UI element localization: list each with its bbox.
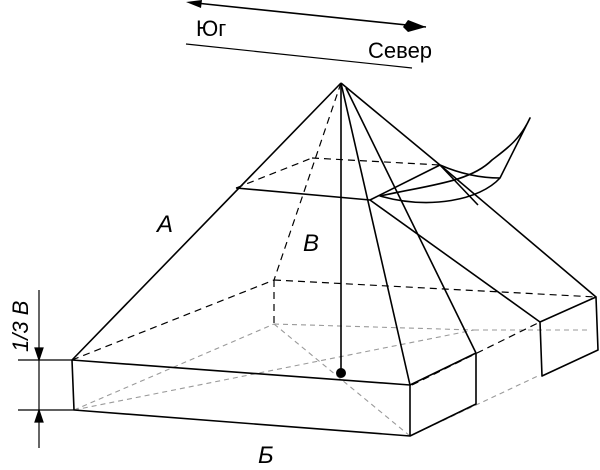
ribbon-lower-curve: [439, 164, 501, 179]
slab-top-edge: [71, 352, 477, 386]
compass-south-label: Юг: [196, 16, 226, 41]
section-front-edge: [235, 187, 371, 201]
section-dashed-back: [311, 157, 441, 166]
hidden-base-diagonal-2: [273, 323, 411, 437]
section-right-edge: [369, 164, 441, 201]
interior-dashed: [71, 82, 597, 386]
right-face-line: [345, 87, 477, 354]
compass-underline: [185, 43, 413, 69]
section-dashed-left: [235, 157, 313, 189]
passage-edge-1: [369, 199, 541, 323]
hidden-edges: [73, 323, 590, 437]
edge-a-line: [71, 82, 342, 361]
curved-ribbon: [379, 117, 531, 204]
height-b-label: В: [303, 230, 319, 257]
side-dimension-label: 1/3 В: [8, 301, 33, 352]
hidden-passage-floor: [409, 374, 541, 437]
compass-arrow-line: [195, 2, 427, 28]
hidden-lateral-edge: [273, 82, 342, 281]
hidden-base-edge-back: [273, 323, 475, 331]
dimension-arrow-up: [34, 408, 44, 423]
dimension-one-third: [18, 290, 74, 448]
edge-a-label: А: [155, 211, 173, 238]
passage-edge-2: [439, 164, 597, 298]
passage-edge-3: [439, 164, 479, 206]
ridge-to-right: [340, 82, 441, 166]
compass-arrowtail-north: [403, 20, 426, 32]
slab-outline: [71, 353, 477, 437]
passage-end: [539, 296, 599, 377]
front-edge-line: [340, 82, 411, 386]
compass-arrowhead-south: [186, 0, 202, 8]
visible-edges: [71, 82, 599, 437]
compass: Юг Север: [185, 0, 432, 69]
hidden-level-edge-left: [71, 279, 275, 361]
dimension-arrow-down: [34, 347, 44, 362]
height-foot-point: [336, 368, 346, 378]
base-b-label: Б: [258, 442, 274, 469]
hidden-base-diagonal-1: [73, 329, 475, 411]
hidden-level-edge-back: [273, 279, 597, 298]
compass-north-label: Север: [368, 38, 432, 63]
